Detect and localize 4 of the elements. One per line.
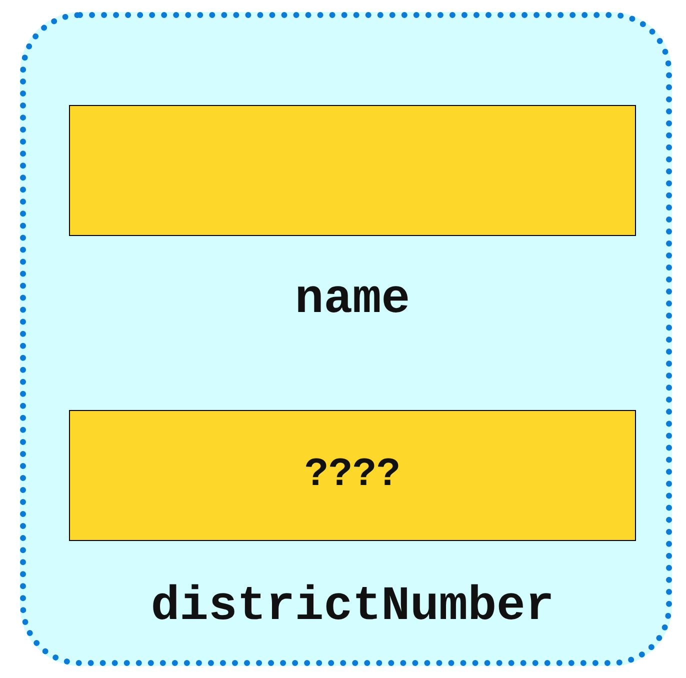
field-label: districtNumber: [150, 580, 554, 634]
field-value: ????: [304, 453, 400, 498]
field-label: name: [294, 273, 410, 327]
rounded-container: [20, 12, 672, 666]
